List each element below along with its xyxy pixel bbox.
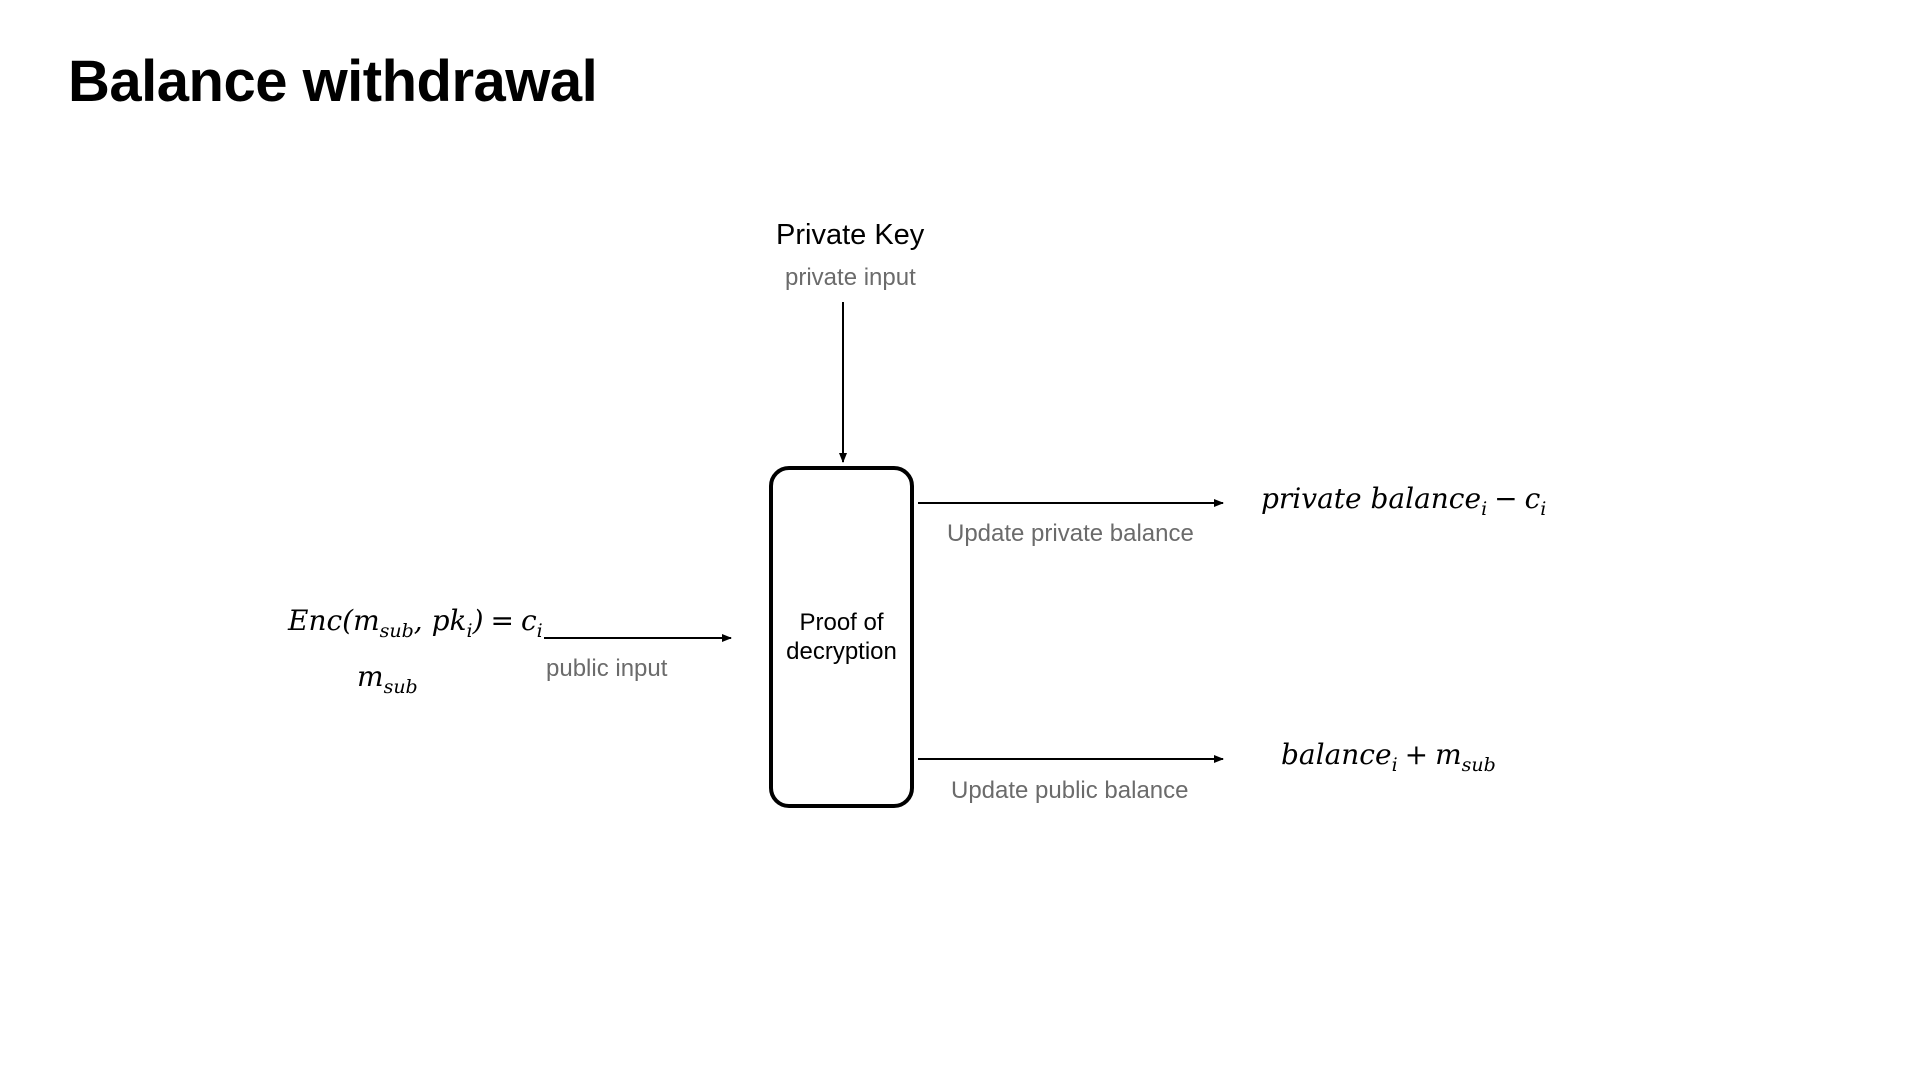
pk-text: , pk (413, 604, 467, 637)
public-balance-formula: balancei +msub (1281, 738, 1496, 775)
m-subscript: sub (383, 676, 418, 699)
c-text: c (520, 604, 537, 637)
private-input-caption: private input (785, 264, 916, 291)
public-balance-text: balance (1281, 738, 1392, 771)
minus-sign: − (1494, 482, 1518, 515)
pk-subscript: i (466, 620, 473, 643)
m-sub-value: msub (357, 660, 418, 697)
private-c-text: c (1524, 482, 1541, 515)
private-key-label: Private Key (776, 219, 925, 251)
slide-title: Balance withdrawal (68, 49, 598, 114)
public-input-caption: public input (546, 655, 668, 682)
proof-of-decryption-box: Proof of decryption (769, 466, 914, 808)
private-balance-text: private balance (1261, 482, 1482, 515)
c-subscript: i (536, 620, 543, 643)
encryption-formula: Enc(msub, pki)=ci (288, 604, 543, 641)
update-private-balance-caption: Update private balance (947, 520, 1194, 547)
private-balance-subscript: i (1481, 498, 1488, 521)
update-public-balance-caption: Update public balance (951, 777, 1189, 804)
public-m-subscript: sub (1461, 754, 1496, 777)
close-paren: ) (472, 604, 484, 637)
m-text: m (357, 660, 384, 693)
public-balance-subscript: i (1391, 754, 1398, 777)
equals-sign: = (490, 604, 514, 637)
enc-text: Enc(m (288, 604, 380, 637)
proof-of-decryption-label: Proof of decryption (786, 609, 897, 665)
public-m-text: m (1435, 738, 1462, 771)
private-c-subscript: i (1540, 498, 1547, 521)
plus-sign: + (1404, 738, 1429, 771)
private-balance-formula: private balancei−ci (1261, 482, 1546, 519)
enc-subscript: sub (379, 620, 414, 643)
